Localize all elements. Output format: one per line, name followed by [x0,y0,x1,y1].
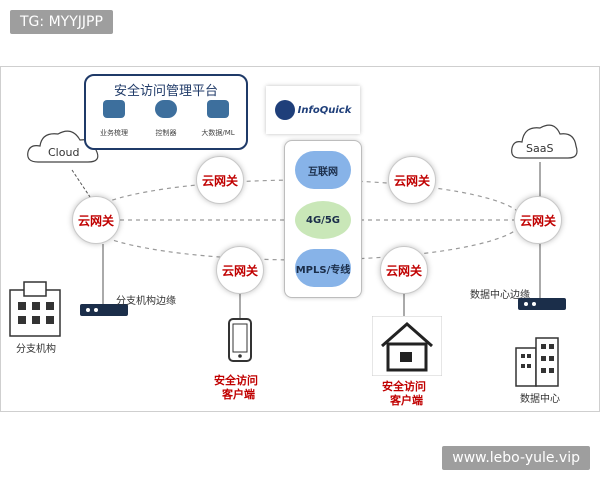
panel-title: 安全访问管理平台 [113,84,218,99]
internet-cloud: 互联网 [295,151,351,189]
branch-building-icon [9,281,61,337]
management-platform-panel: 安全访问管理平台 业务梳理 控制器 大数据/ML [84,74,248,150]
datacenter-edge-device-icon [518,298,566,310]
panel-item-controller: 控制器 [142,100,190,139]
watermark-top: TG: MYYJJPP [10,10,113,34]
branch-edge-label: 分支机构边缘 [116,296,176,307]
mobile-client-line2: 客户端 [222,388,255,401]
panel-item-label: 控制器 [155,129,177,137]
controller-cloud-icon [155,100,177,118]
datacenter-label: 数据中心 [520,394,560,405]
logo-text: InfoQuick [297,104,352,116]
cloud-left-label: Cloud [48,146,80,159]
panel-item-bigdata: 大数据/ML [194,100,242,139]
datacenter-edge-label: 数据中心边缘 [470,290,530,301]
cloud-right-label: SaaS [526,142,554,155]
home-client-line2: 客户端 [390,394,423,407]
gateway-right: 云网关 [514,196,562,244]
datacenter-building-icon [515,337,559,387]
gateway-bottom-right: 云网关 [380,246,428,294]
business-icon [103,100,125,118]
panel-item-label: 业务梳理 [100,129,128,137]
cloud-right-icon [511,124,578,159]
home-client-line1: 安全访问 [382,380,426,393]
home-office-icon [372,316,442,376]
gateway-top-right: 云网关 [388,156,436,204]
panel-item-label: 大数据/ML [201,129,235,137]
mobile-client-line1: 安全访问 [214,374,258,387]
gateway-top-left: 云网关 [196,156,244,204]
transport-core-box: 互联网 4G/5G MPLS/专线 [284,140,362,298]
panel-item-business: 业务梳理 [90,100,138,139]
watermark-bottom: www.lebo-yule.vip [442,446,590,470]
cloud-left-icon [27,130,99,163]
mpls-cloud: MPLS/专线 [295,249,351,287]
branch-edge-device-icon [80,304,128,316]
infoquick-logo: InfoQuick [266,86,360,134]
bigdata-icon [207,100,229,118]
gateway-left: 云网关 [72,196,120,244]
cloud-left-link [71,169,93,201]
smartphone-icon [228,318,252,362]
cellular-cloud: 4G/5G [295,201,351,239]
gateway-bottom-left: 云网关 [216,246,264,294]
branch-label: 分支机构 [16,344,56,355]
globe-icon [274,100,295,120]
